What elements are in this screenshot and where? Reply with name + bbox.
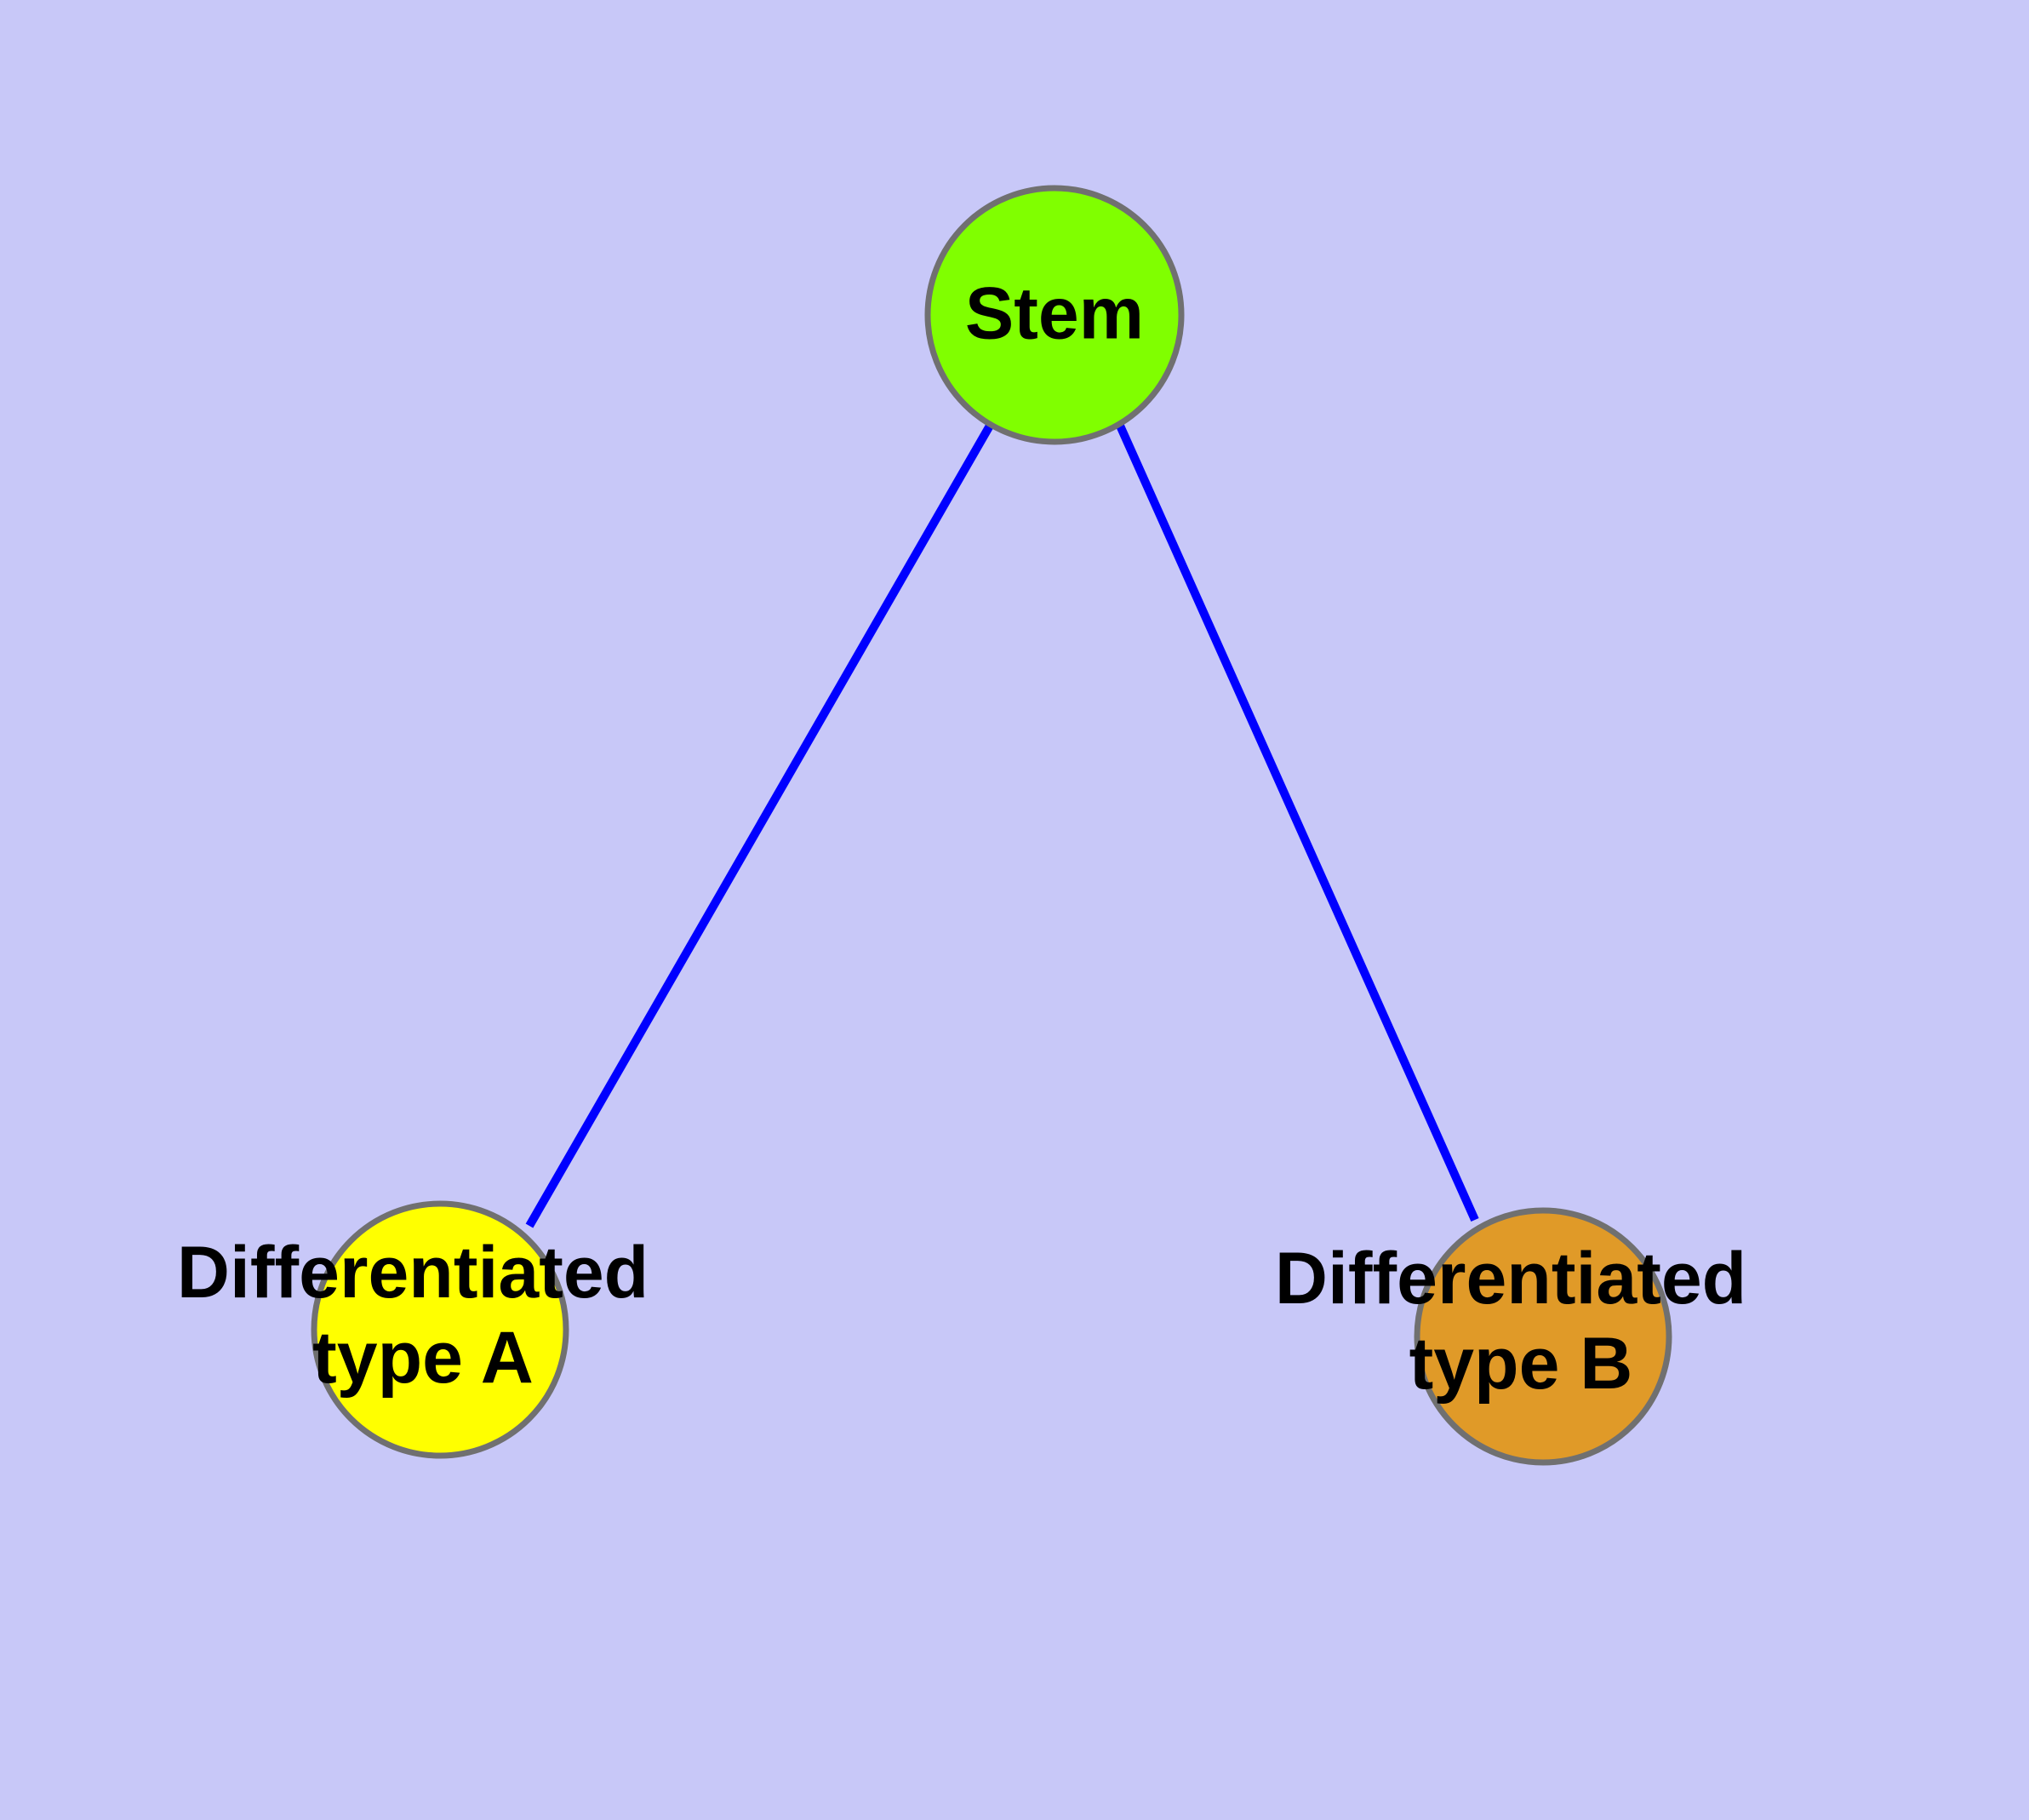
node-differentiated-type-b[interactable]: Differentiated type B bbox=[1275, 1207, 1767, 1466]
node-differentiated-type-b-label-line2: type B bbox=[1409, 1323, 1633, 1405]
node-differentiated-type-a-label-line2: type A bbox=[312, 1317, 534, 1399]
node-differentiated-type-b-label-line1: Differentiated bbox=[1275, 1238, 1746, 1319]
edge-stem-to-differentiated-type-a[interactable] bbox=[525, 423, 994, 1228]
nodes-layer: Stem Differentiated type A Differentiate… bbox=[177, 185, 1767, 1466]
node-stem[interactable]: Stem bbox=[924, 185, 1185, 445]
node-differentiated-type-a-circle[interactable] bbox=[311, 1200, 569, 1459]
node-differentiated-type-a[interactable]: Differentiated type A bbox=[177, 1200, 669, 1459]
edges-layer bbox=[525, 423, 1479, 1228]
edge-stem-to-differentiated-type-b[interactable] bbox=[1116, 423, 1479, 1222]
node-stem-circle[interactable] bbox=[924, 185, 1185, 445]
node-differentiated-type-a-label-line1: Differentiated bbox=[177, 1232, 649, 1313]
node-differentiated-type-a-label: Differentiated type A bbox=[177, 1232, 669, 1399]
node-stem-label: Stem bbox=[965, 273, 1144, 355]
node-differentiated-type-b-circle[interactable] bbox=[1414, 1207, 1672, 1466]
node-differentiated-type-b-label: Differentiated type B bbox=[1275, 1238, 1767, 1405]
